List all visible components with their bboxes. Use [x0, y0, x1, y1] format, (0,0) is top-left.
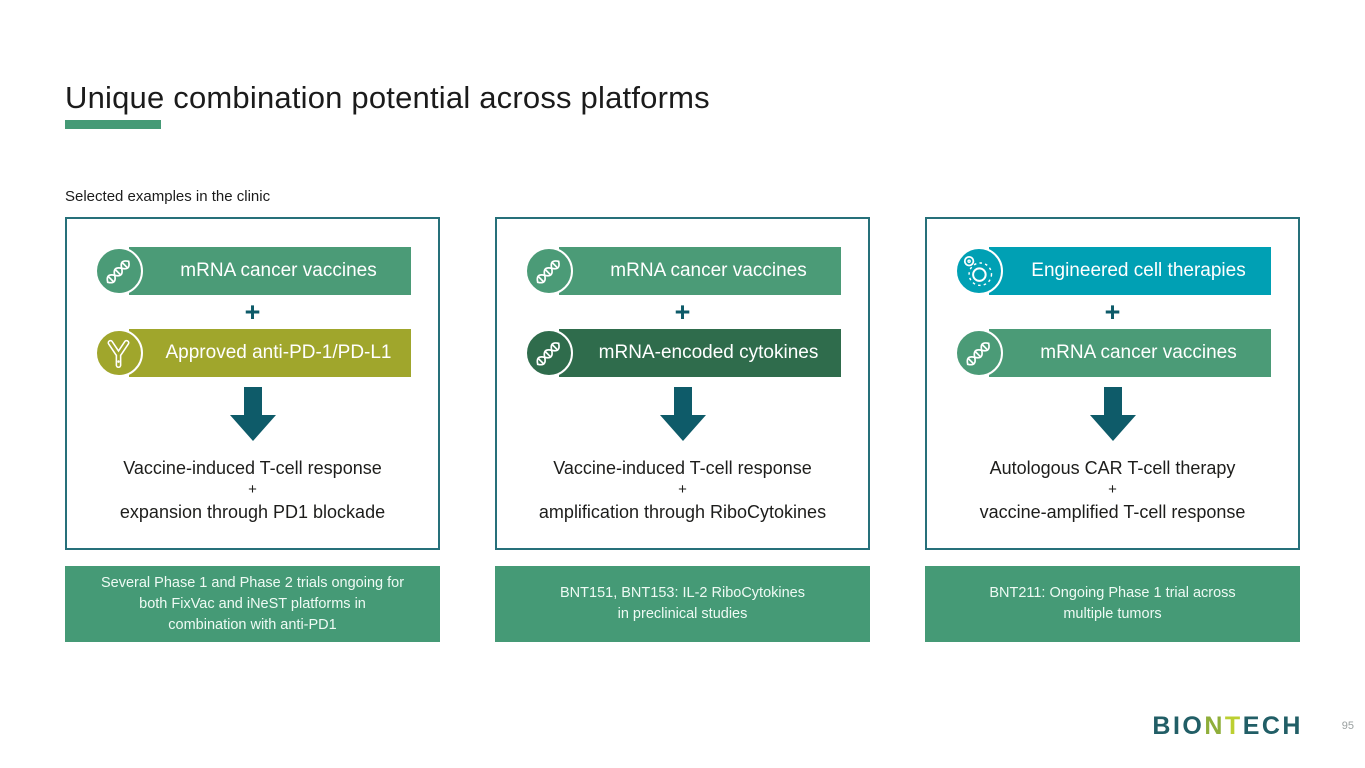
result-plus: + [248, 481, 257, 498]
result-line2: expansion through PD1 blockade [119, 502, 386, 522]
pill-label: mRNA cancer vaccines [180, 260, 377, 281]
therapy-pill: mRNA-encoded cytokines [524, 329, 841, 377]
biontech-logo: BIONTECH [1152, 712, 1303, 741]
result-text: Vaccine-induced T-cell response + expans… [120, 456, 385, 524]
trial-status-caption: Several Phase 1 and Phase 2 trials ongoi… [65, 566, 440, 642]
logo-text: ECH [1242, 712, 1303, 740]
caption-line: BNT211: Ongoing Phase 1 trial across [989, 585, 1236, 601]
result-plus: + [678, 481, 687, 498]
cells-icon [954, 247, 1003, 295]
pill-label: mRNA cancer vaccines [1040, 342, 1237, 363]
subtitle: Selected examples in the clinic [65, 188, 271, 205]
result-line1: Vaccine-induced T-cell response [553, 458, 812, 478]
page-title: Unique combination potential across plat… [65, 80, 710, 115]
result-text: Autologous CAR T-cell therapy + vaccine-… [980, 456, 1246, 524]
therapy-pill: mRNA cancer vaccines [94, 247, 411, 295]
rna-icon [954, 329, 1003, 377]
trial-status-caption: BNT211: Ongoing Phase 1 trial across mul… [925, 566, 1300, 642]
page-number: 95 [1341, 720, 1354, 732]
down-arrow-icon [229, 387, 276, 441]
rna-icon [524, 329, 573, 377]
logo-text: N [1204, 712, 1225, 740]
result-text: Vaccine-induced T-cell response + amplif… [539, 456, 826, 524]
down-arrow-icon [659, 387, 706, 441]
plus-icon: + [674, 297, 691, 327]
plus-icon: + [244, 297, 261, 327]
plus-icon: + [1104, 297, 1121, 327]
column-car-t: Engineered cell therapies + [925, 217, 1300, 642]
result-line2: amplification through RiboCytokines [538, 502, 827, 522]
therapy-pill: Engineered cell therapies [954, 247, 1271, 295]
result-line1: Autologous CAR T-cell therapy [989, 458, 1236, 478]
rna-icon [524, 247, 573, 295]
column-ribocytokines: mRNA cancer vaccines + [495, 217, 870, 642]
down-arrow-icon [1089, 387, 1136, 441]
result-plus: + [1108, 481, 1117, 498]
pill-label: mRNA cancer vaccines [610, 260, 807, 281]
trial-status-caption: BNT151, BNT153: IL-2 RiboCytokines in pr… [495, 566, 870, 642]
caption-line: BNT151, BNT153: IL-2 RiboCytokines [560, 585, 805, 601]
caption-line: Several Phase 1 and Phase 2 trials ongoi… [100, 574, 405, 591]
pill-label: Engineered cell therapies [1031, 260, 1246, 281]
combination-panel: mRNA cancer vaccines + [495, 217, 870, 550]
caption-line: combination with anti-PD1 [168, 616, 337, 633]
caption-line: both FixVac and iNeST platforms in [139, 595, 366, 612]
combination-panel: Engineered cell therapies + [925, 217, 1300, 550]
antibody-icon [94, 329, 143, 377]
caption-line: multiple tumors [1063, 606, 1162, 622]
title-underline [65, 120, 161, 129]
caption-line: in preclinical studies [617, 606, 748, 622]
therapy-pill: mRNA cancer vaccines [524, 247, 841, 295]
result-line2: vaccine-amplified T-cell response [979, 502, 1246, 522]
columns-row: mRNA cancer vaccines + [65, 217, 1300, 642]
pill-label: mRNA-encoded cytokines [598, 342, 819, 363]
rna-icon [94, 247, 143, 295]
result-line1: Vaccine-induced T-cell response [123, 458, 382, 478]
pill-label: Approved anti-PD-1/PD-L1 [165, 342, 392, 363]
therapy-pill: Approved anti-PD-1/PD-L1 [94, 329, 411, 377]
combination-panel: mRNA cancer vaccines + [65, 217, 440, 550]
logo-text: T [1224, 712, 1243, 740]
column-fixvac-inest: mRNA cancer vaccines + [65, 217, 440, 642]
therapy-pill: mRNA cancer vaccines [954, 329, 1271, 377]
logo-text: BIO [1152, 712, 1205, 740]
